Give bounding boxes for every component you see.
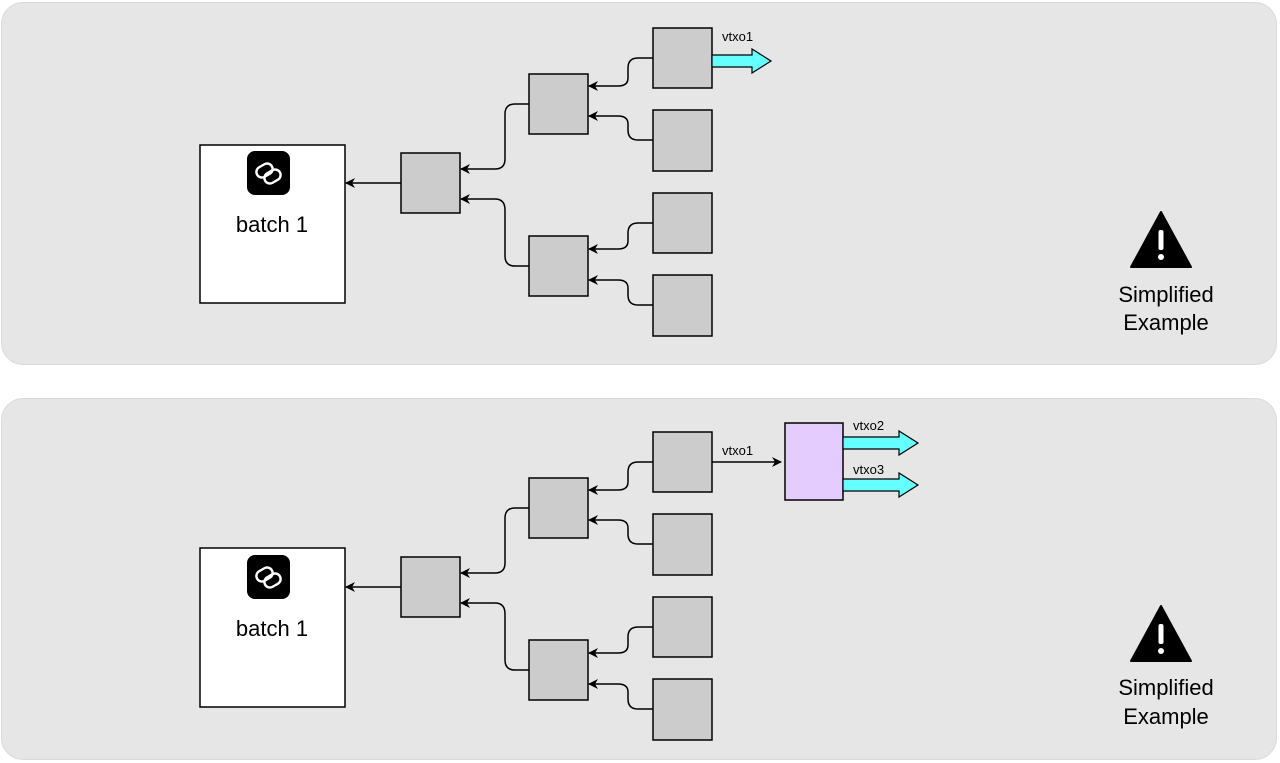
warning-triangle-icon bbox=[1130, 605, 1192, 662]
tree-node bbox=[528, 235, 589, 297]
connector-arrow bbox=[588, 57, 653, 91]
tree-leaf bbox=[652, 513, 713, 576]
tree-leaf bbox=[652, 596, 713, 658]
tree-node bbox=[528, 73, 589, 135]
tree-leaf bbox=[652, 678, 713, 741]
tree-node-root bbox=[400, 556, 461, 618]
tree-bottom: batch 1 vtxo1 vtxo2 vtxo3 Simplified Exa… bbox=[199, 418, 1214, 741]
tree-top: batch 1 vtxo1 Simplified Example bbox=[199, 27, 1214, 337]
connector-arrow bbox=[460, 507, 529, 578]
warning-triangle-icon bbox=[1130, 211, 1192, 268]
tree-leaf bbox=[652, 431, 713, 493]
spend-transaction-box bbox=[784, 422, 844, 501]
output-arrow-vtxo3 bbox=[842, 471, 920, 499]
connector-arrow bbox=[588, 461, 653, 495]
tree-node bbox=[528, 639, 589, 701]
batch-label: batch 1 bbox=[236, 616, 308, 641]
warning-label-line1: Simplified bbox=[1118, 675, 1213, 700]
tree-node-root bbox=[400, 152, 461, 214]
ark-link-logo-icon bbox=[247, 151, 290, 195]
output-label: vtxo3 bbox=[853, 462, 884, 477]
connector-arrow bbox=[460, 598, 529, 671]
connector-arrow bbox=[588, 679, 653, 710]
output-label: vtxo1 bbox=[722, 443, 753, 458]
output-arrow-vtxo1 bbox=[711, 47, 773, 75]
ark-link-logo-icon bbox=[247, 555, 290, 599]
tree-node bbox=[528, 477, 589, 539]
connector-arrow bbox=[588, 626, 653, 658]
batch-label: batch 1 bbox=[236, 212, 308, 237]
warning-label-line1: Simplified bbox=[1118, 282, 1213, 307]
warning-label-line2: Example bbox=[1123, 310, 1209, 335]
output-label: vtxo1 bbox=[722, 29, 753, 44]
tree-leaf bbox=[652, 109, 713, 172]
connector-arrow bbox=[460, 194, 529, 267]
tree-leaf bbox=[652, 192, 713, 254]
output-arrow-vtxo2 bbox=[842, 429, 920, 457]
connector-arrow bbox=[460, 103, 529, 174]
connector-arrow bbox=[588, 275, 653, 306]
tree-leaf bbox=[652, 274, 713, 337]
connector-arrow bbox=[588, 222, 653, 254]
connector-arrow bbox=[588, 111, 653, 141]
warning-label-line2: Example bbox=[1123, 704, 1209, 729]
connector-arrow bbox=[588, 515, 653, 545]
tree-leaf bbox=[652, 27, 713, 89]
output-label: vtxo2 bbox=[853, 418, 884, 433]
